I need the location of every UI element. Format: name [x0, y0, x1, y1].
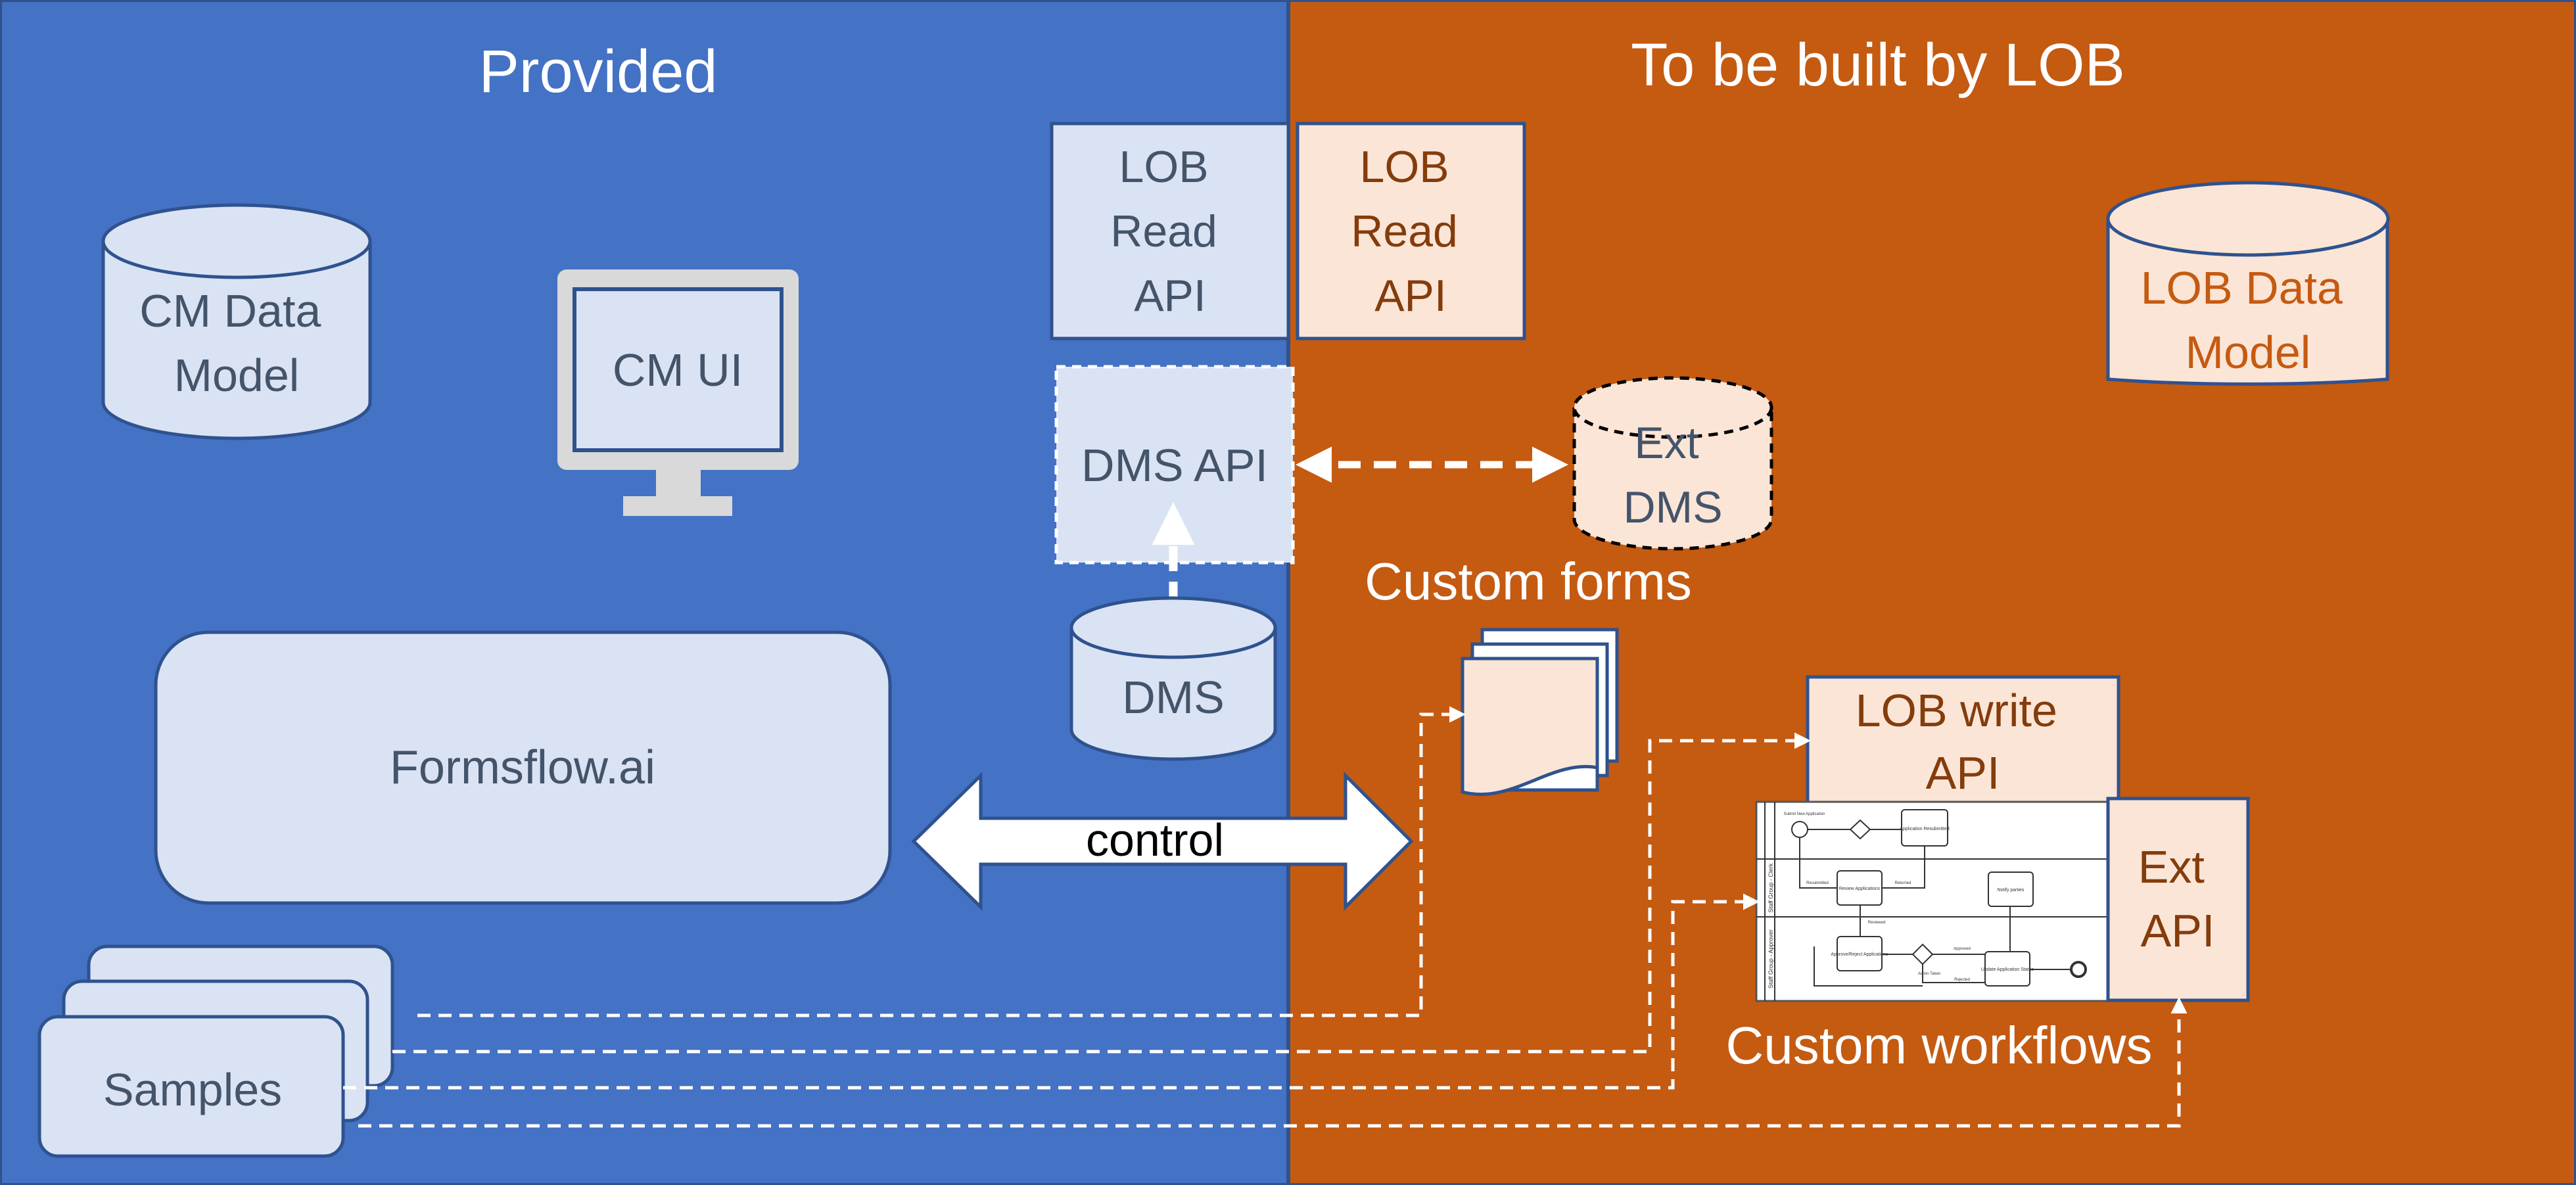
- dms-api-label: DMS API: [1081, 440, 1268, 491]
- dms-api-box: DMS API: [1054, 365, 1295, 565]
- lane-clerk-label: Staff Group - Clerk: [1768, 863, 1774, 912]
- svg-text:Staff Group - Clerk: Staff Group - Clerk: [1768, 863, 1774, 912]
- ext-api-line2: API: [2141, 905, 2215, 956]
- dms-label: DMS: [1122, 672, 1225, 723]
- edge-returned-label: Returned: [1895, 881, 1911, 885]
- svg-text:Staff Group - Approver: Staff Group - Approver: [1768, 929, 1774, 988]
- edge-rejected-label: Rejected: [1954, 978, 1970, 982]
- svg-text:LOB Read API: LOB Read API: [1351, 142, 1470, 321]
- control-label: control: [1086, 814, 1224, 866]
- ext-dms-line2: DMS: [1623, 482, 1722, 532]
- edge-reviewed-label: Reviewed: [1868, 921, 1885, 925]
- ext-dms-line1: Ext: [1634, 418, 1698, 468]
- lob-data-model-cylinder: LOB Data Model: [2106, 181, 2390, 386]
- lob-title: To be built by LOB: [1631, 32, 2125, 99]
- task-update-label: Update Application Status: [1981, 967, 2034, 972]
- svg-text:Ext DMS: Ext DMS: [1623, 418, 1722, 532]
- cm-ui-label: CM UI: [613, 344, 743, 396]
- lob-read-api-provided-line3: API: [1134, 271, 1206, 321]
- edge-resubmitted-label: Resubmitted: [1806, 881, 1829, 885]
- task-review-label: Review Applications: [1839, 887, 1881, 891]
- cm-data-model-line1: CM Data: [139, 285, 321, 337]
- lob-read-api-lob-line3: API: [1374, 271, 1447, 321]
- monitor-icon: CM UI: [557, 269, 799, 516]
- formsflow-label: Formsflow.ai: [390, 741, 655, 794]
- svg-text:CM Data Model: CM Data Model: [139, 285, 334, 401]
- lob-read-api-lob: LOB Read API: [1296, 122, 1526, 340]
- samples-label: Samples: [103, 1064, 282, 1115]
- edge-approved-label: Approved: [1954, 947, 1971, 951]
- svg-text:Ext API: Ext API: [2138, 841, 2218, 956]
- samples-to-workflow-connector: [343, 893, 1760, 1090]
- lob-read-api-lob-line1: LOB: [1360, 142, 1449, 192]
- lob-read-api-provided: LOB Read API: [1050, 122, 1290, 340]
- ext-api-line1: Ext: [2138, 841, 2205, 893]
- samples-to-ext-api-connector: [358, 997, 2188, 1128]
- custom-forms-label: Custom forms: [1365, 552, 1692, 611]
- control-arrow: control: [911, 771, 1414, 912]
- formsflow-box: Formsflow.ai: [154, 630, 892, 905]
- lob-read-api-provided-line1: LOB: [1119, 142, 1209, 192]
- ext-dms-cylinder: Ext DMS: [1572, 376, 1773, 551]
- document-stack-icon: [1461, 628, 1619, 797]
- lob-data-model-line2: Model: [2186, 327, 2311, 378]
- edge-action-taken-label: Action Taken: [1918, 972, 1940, 976]
- edge-submit-label: Submit New Application: [1783, 812, 1825, 816]
- lob-write-api-line2: API: [1926, 747, 2000, 799]
- lob-read-api-lob-line2: Read: [1351, 206, 1458, 256]
- task-resubmitted-label: Application Resubmitted: [1900, 827, 1950, 831]
- svg-text:LOB write API: LOB write API: [1856, 685, 2071, 799]
- samples-stack: Samples: [37, 944, 394, 1158]
- samples-to-lob-write-api-connector: [392, 732, 1811, 1054]
- svg-text:LOB Data Model: LOB Data Model: [2141, 262, 2356, 378]
- provided-title: Provided: [479, 38, 717, 105]
- dms-cylinder: DMS: [1069, 596, 1277, 761]
- cm-data-model-cylinder: CM Data Model: [101, 203, 372, 440]
- svg-text:LOB Read API: LOB Read API: [1110, 142, 1229, 321]
- task-notify-label: Notify parties: [1998, 888, 2025, 893]
- lob-data-model-line1: LOB Data: [2141, 262, 2343, 314]
- ext-api-box: Ext API: [2106, 797, 2250, 1002]
- custom-workflows-label: Custom workflows: [1725, 1016, 2152, 1075]
- samples-to-custom-forms-connector: [417, 706, 1466, 1017]
- workflow-diagram-thumbnail: Staff Group - Clerk Staff Group - Approv…: [1755, 801, 2113, 1002]
- lob-write-api-line1: LOB write: [1856, 685, 2057, 736]
- task-approve-label: Approve/Reject Applications: [1831, 952, 1888, 957]
- lane-approver-label: Staff Group - Approver: [1768, 929, 1774, 988]
- cm-data-model-line2: Model: [174, 350, 300, 401]
- lob-write-api-box: LOB write API: [1806, 675, 2120, 807]
- lob-read-api-provided-line2: Read: [1110, 206, 1217, 256]
